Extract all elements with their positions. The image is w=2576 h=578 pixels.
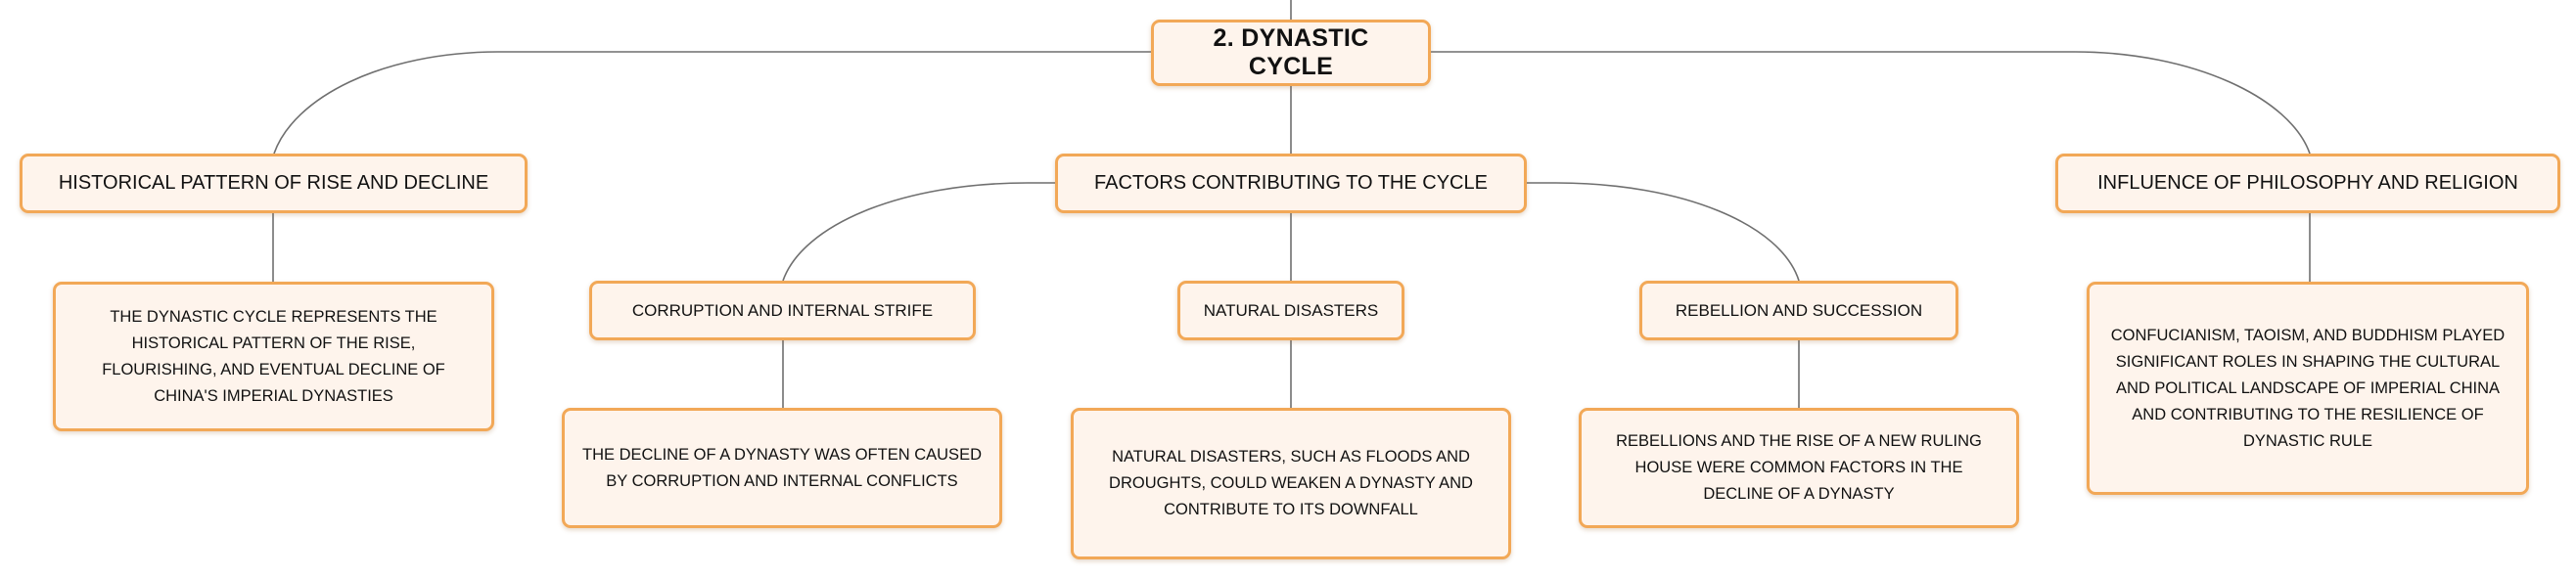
connector-root-historical [273, 51, 1151, 155]
connector-factors-corruption [782, 182, 1055, 282]
corruption-label: Corruption and internal strife [631, 300, 934, 320]
influence-label: Influence of philosophy and religion [2097, 172, 2518, 194]
node-disasters-detail[interactable]: Natural disasters, such as floods and dr… [1071, 408, 1511, 559]
node-factors[interactable]: Factors contributing to the cycle [1055, 154, 1527, 213]
connector-root-influence [1431, 51, 2311, 155]
node-influence-detail[interactable]: Confucianism, Taoism, and Buddhism playe… [2087, 282, 2529, 495]
node-corruption-detail[interactable]: The decline of a dynasty was often cause… [562, 408, 1002, 528]
historical-detail-text: The dynastic cycle represents the histor… [102, 307, 445, 405]
node-influence[interactable]: Influence of philosophy and religion [2055, 154, 2560, 213]
factors-label: Factors contributing to the cycle [1094, 172, 1488, 194]
rebellion-label: Rebellion and succession [1675, 300, 1923, 320]
connector-factors-rebellion [1527, 182, 1800, 282]
root-label: 2. Dynastic Cycle [1213, 24, 1369, 80]
node-historical-detail[interactable]: The dynastic cycle represents the histor… [53, 282, 494, 431]
root-node[interactable]: 2. Dynastic Cycle [1151, 20, 1431, 86]
node-rebellion-detail[interactable]: Rebellions and the rise of a new ruling … [1579, 408, 2019, 528]
node-rebellion[interactable]: Rebellion and succession [1639, 281, 1958, 340]
node-corruption[interactable]: Corruption and internal strife [589, 281, 976, 340]
rebellion-detail-text: Rebellions and the rise of a new ruling … [1616, 432, 1982, 503]
node-historical-pattern[interactable]: Historical pattern of rise and decline [20, 154, 528, 213]
node-natural-disasters[interactable]: Natural disasters [1177, 281, 1404, 340]
disasters-label: Natural disasters [1203, 300, 1379, 320]
disasters-detail-text: Natural disasters, such as floods and dr… [1109, 448, 1473, 518]
corruption-detail-text: The decline of a dynasty was often cause… [582, 445, 982, 490]
historical-label: Historical pattern of rise and decline [58, 172, 489, 194]
influence-detail-text: Confucianism, Taoism, and Buddhism playe… [2110, 326, 2506, 450]
